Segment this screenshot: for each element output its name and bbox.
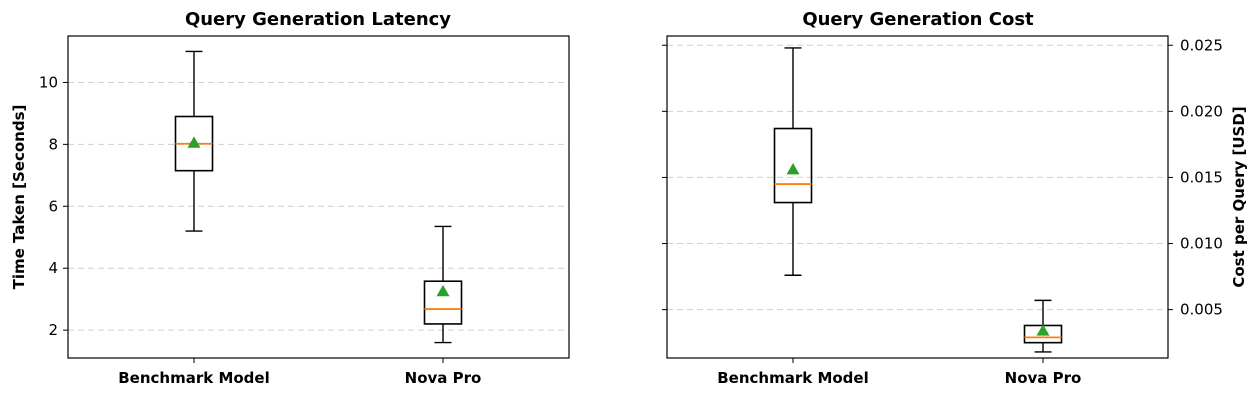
y-tick-label: 2 (48, 321, 58, 339)
y-tick-label: 8 (48, 135, 58, 153)
x-category-label: Nova Pro (405, 369, 482, 387)
x-category-label: Nova Pro (1005, 369, 1082, 387)
mean-marker (187, 136, 201, 148)
y-tick-label: 0.015 (1180, 168, 1223, 186)
y-axis-label: Time Taken [Seconds] (10, 105, 28, 290)
mean-marker (1036, 324, 1050, 336)
box-plot-1 (174, 50, 214, 232)
box-plot-2 (423, 225, 463, 344)
x-category-label: Benchmark Model (717, 369, 869, 387)
mean-marker (436, 284, 450, 297)
mean-marker (786, 163, 800, 175)
chart-title: Query Generation Latency (185, 9, 451, 30)
y-tick-label: 6 (48, 197, 58, 215)
y-tick-label: 0.005 (1180, 301, 1223, 319)
box-plot-2 (1023, 299, 1063, 353)
plot-frame (67, 35, 570, 359)
iqr-box (773, 127, 813, 204)
x-category-label: Benchmark Model (118, 369, 270, 387)
box-plot-1 (773, 47, 813, 276)
iqr-box (423, 280, 463, 325)
y-tick-label: 10 (39, 73, 58, 91)
plot-frame (666, 35, 1169, 359)
y-axis-label: Cost per Query [USD] (1230, 106, 1248, 287)
y-tick-label: 0.010 (1180, 235, 1223, 253)
y-tick-label: 4 (48, 259, 58, 277)
y-tick-label: 0.025 (1180, 36, 1223, 54)
y-tick-label: 0.020 (1180, 102, 1223, 120)
chart-title: Query Generation Cost (802, 9, 1034, 30)
